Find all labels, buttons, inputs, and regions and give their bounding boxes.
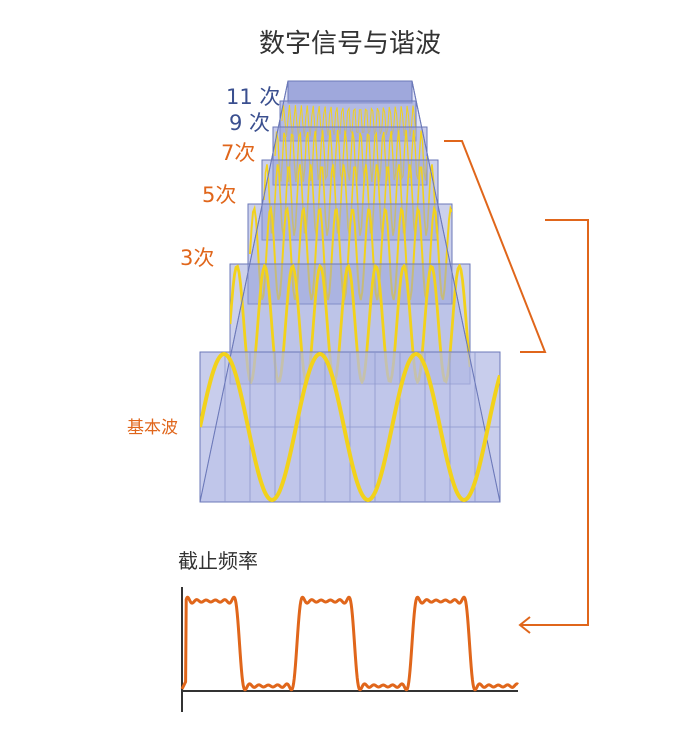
label-3rd: 3次: [180, 246, 214, 270]
wave-5th: [249, 204, 452, 301]
harmonics-bracket: [444, 140, 547, 353]
label-5th: 5次: [202, 183, 236, 207]
wave-3rd: [230, 264, 470, 384]
label-11th: 11 次: [226, 85, 280, 109]
cutoff-title: 截止频率: [178, 549, 258, 573]
wave-fundamental-line: [200, 352, 500, 502]
label-fundamental: 基本波: [127, 418, 178, 438]
band-limited-square-wave: [180, 595, 519, 692]
connector-line: [521, 219, 589, 626]
diagram-title: 数字信号与谐波: [259, 29, 441, 59]
label-7th: 7次: [221, 141, 255, 165]
wave-5th-line: [249, 204, 452, 301]
wave-3rd-line: [230, 264, 470, 384]
label-9th: 9 次: [229, 111, 270, 135]
wave-fundamental: [200, 352, 500, 502]
panel-11th: [287, 80, 413, 104]
arrow-head-icon: [518, 616, 531, 634]
